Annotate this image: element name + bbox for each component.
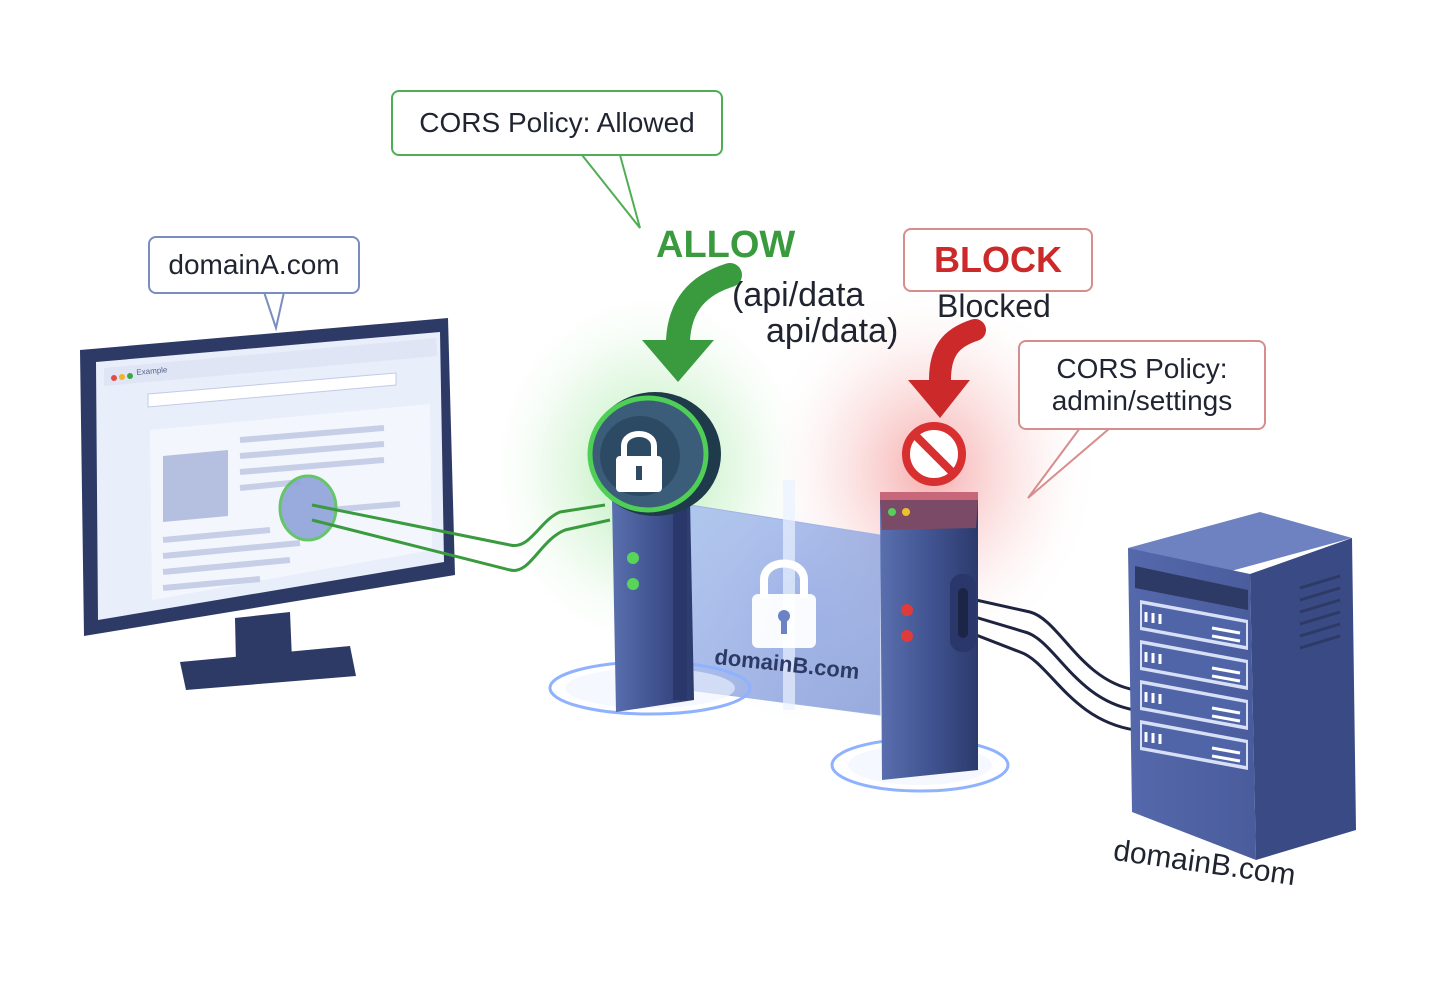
domainA-callout: domainA.com — [148, 236, 360, 294]
padlock-icon — [752, 559, 816, 648]
allowed-request-line — [311, 503, 606, 547]
gateway-panel — [689, 480, 881, 716]
block-gate-pillar — [830, 422, 1010, 793]
block-callout: BLOCK — [903, 228, 1093, 292]
cors-allowed-callout: CORS Policy: Allowed — [391, 90, 723, 156]
allow-padlock-icon — [616, 431, 662, 492]
allow-path-line1: (api/data — [732, 276, 865, 314]
allowed-request-line-2 — [311, 518, 611, 572]
domainA-callout-pointer — [262, 291, 286, 332]
client-domain-label: domainA.com — [168, 249, 340, 280]
allow-gate-pillar — [548, 392, 752, 716]
allow-arrow-down-icon — [642, 263, 742, 382]
allow-path-line2: api/data) — [766, 312, 899, 350]
cors-admin-line1: CORS Policy: — [1056, 352, 1228, 384]
server-link-3 — [957, 626, 1136, 732]
server-link-2 — [957, 610, 1136, 712]
cors-admin-callout: CORS Policy: admin/settings — [1018, 340, 1266, 430]
allowed-callout-pointer — [579, 154, 641, 229]
block-label: BLOCK — [934, 239, 1062, 280]
allow-label: ALLOW — [656, 224, 796, 266]
cors-admin-line2: admin/settings — [1051, 385, 1233, 416]
no-entry-icon — [902, 422, 966, 486]
cors-allowed-text: CORS Policy: Allowed — [419, 107, 695, 138]
blocked-status: Blocked — [937, 288, 1051, 324]
monitor-icon — [80, 318, 455, 690]
server-rack-icon — [1128, 512, 1356, 860]
server-link-1 — [957, 594, 1136, 692]
block-arrow-down-icon — [908, 319, 986, 418]
